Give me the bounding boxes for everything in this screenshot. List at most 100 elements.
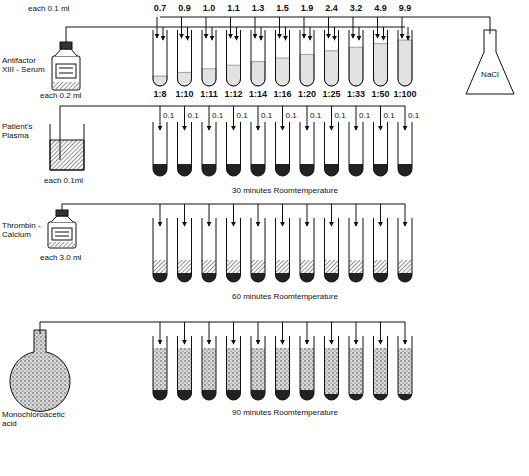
- test-tube: [349, 30, 363, 86]
- dispense-arrow: [233, 106, 234, 130]
- test-tube: [374, 218, 388, 282]
- dispense-arrow: [236, 27, 237, 40]
- test-tube: [276, 336, 290, 400]
- dispense-arrow: [160, 204, 161, 226]
- dispense-arrow: [233, 322, 234, 344]
- test-tube: [398, 30, 412, 86]
- volume-value: 0.1: [261, 111, 272, 120]
- volume-value: 0.1: [408, 111, 419, 120]
- volume-value: 0.1: [310, 111, 321, 120]
- dispense-arrow: [212, 27, 213, 40]
- test-tube: [202, 122, 216, 176]
- tube-row: [153, 336, 412, 400]
- dilution-ratio: 1:8: [153, 90, 166, 99]
- tube-outline: [325, 122, 339, 176]
- dispense-arrow: [380, 106, 381, 130]
- tube-outline: [251, 122, 265, 176]
- tube-liquid: [227, 65, 241, 86]
- tube-liquid: [325, 51, 339, 86]
- volume-value: 0.7: [154, 4, 167, 13]
- tube-liquid: [325, 348, 339, 400]
- tube-outline: [374, 30, 388, 86]
- tube-outline: [202, 122, 216, 176]
- volume-value: 4.9: [374, 4, 387, 13]
- tube-outline: [398, 122, 412, 176]
- test-tube: [374, 30, 388, 86]
- dispense-arrow: [258, 106, 259, 130]
- test-tube: [202, 218, 216, 282]
- test-tube: [153, 218, 167, 282]
- dispense-arrow: [356, 322, 357, 344]
- arrow-row: [163, 27, 408, 40]
- tube-liquid: [251, 348, 265, 400]
- tube-clot: [374, 393, 388, 400]
- dispense-arrow: [255, 17, 256, 38]
- volume-value: 0.1: [335, 111, 346, 120]
- test-tube: [276, 122, 290, 176]
- test-tube: [349, 218, 363, 282]
- tube-liquid: [325, 260, 339, 282]
- tube-liquid: [276, 348, 290, 400]
- tube-outline: [276, 122, 290, 176]
- tube-outline: [178, 336, 192, 400]
- test-tube: [276, 30, 290, 86]
- tube-liquid: [153, 260, 167, 282]
- tube-liquid: [276, 58, 290, 86]
- volume-value: 0.1: [188, 111, 199, 120]
- test-tube: [300, 336, 314, 400]
- volume-value: 0.1: [286, 111, 297, 120]
- test-tube: [178, 336, 192, 400]
- tube-outline: [374, 218, 388, 282]
- tube-outline: [153, 218, 167, 282]
- test-tube: [178, 30, 192, 86]
- tube-liquid: [202, 348, 216, 400]
- dispense-arrow: [359, 27, 360, 40]
- dispense-arrow: [307, 322, 308, 344]
- dispense-arrow: [184, 204, 185, 226]
- tube-liquid: [202, 260, 216, 282]
- dilution-ratio: 1:14: [249, 90, 267, 99]
- test-tube: [251, 30, 265, 86]
- dispense-arrow: [383, 27, 384, 40]
- tube-outline: [178, 218, 192, 282]
- dilution-ratio: 1:25: [322, 90, 340, 99]
- serum-reagent: Antifactor XIII - Serum: [2, 40, 82, 90]
- test-tube: [202, 30, 216, 86]
- tube-outline: [227, 336, 241, 400]
- arrow-row: [160, 204, 405, 226]
- serum-bottle: [52, 27, 405, 90]
- test-tube: [325, 30, 339, 86]
- dispense-arrow: [334, 27, 335, 40]
- dispense-arrow: [209, 204, 210, 226]
- dispense-arrow: [282, 322, 283, 344]
- test-tube: [325, 336, 339, 400]
- volume-value: 1.1: [227, 4, 240, 13]
- reagent-label: NaCl: [466, 70, 514, 79]
- tube-outline: [153, 30, 167, 86]
- test-tube: [300, 30, 314, 86]
- dispense-arrow: [408, 27, 409, 40]
- dispense-arrow: [163, 27, 164, 40]
- test-tube: [251, 336, 265, 400]
- incubation-note: 60 minutes Roomtemperature: [232, 292, 338, 301]
- test-tubes: [153, 17, 412, 400]
- volume-value: 1.0: [203, 4, 216, 13]
- tube-outline: [300, 218, 314, 282]
- dispense-arrow: [209, 322, 210, 344]
- dispense-arrow: [187, 27, 188, 40]
- test-tube: [178, 122, 192, 176]
- volume-value: 0.1: [237, 111, 248, 120]
- tube-outline: [178, 30, 192, 86]
- saline-flask: NaCl: [466, 56, 514, 92]
- dispense-arrow: [285, 27, 286, 40]
- dispense-arrow: [328, 17, 329, 38]
- test-tube: [398, 122, 412, 176]
- dispense-arrow: [402, 17, 403, 38]
- dispense-arrow: [282, 204, 283, 226]
- dispense-arrow: [356, 106, 357, 130]
- dispense-arrow: [331, 106, 332, 130]
- tube-outline: [227, 122, 241, 176]
- volume-value: 0.1: [359, 111, 370, 120]
- dispense-arrow: [233, 204, 234, 226]
